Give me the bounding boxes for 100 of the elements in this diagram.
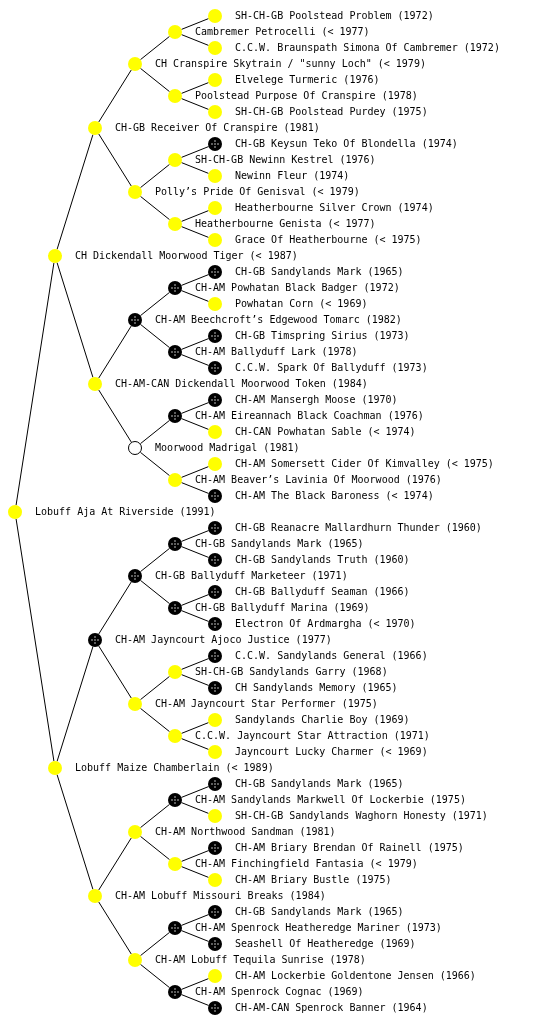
dog-name: CH Cranspire Skytrain / "sunny Loch" (< 1979) — [155, 58, 426, 70]
connector-line — [98, 133, 132, 187]
connector-line — [181, 738, 209, 750]
dog-name: CH-CAN Powhatan Sable (< 1974) — [235, 426, 416, 438]
dog-name: C.C.W. Jayncourt Star Attraction (1971) — [195, 730, 430, 742]
connector-line — [181, 354, 209, 366]
dog-name: Powhatan Corn (< 1969) — [235, 298, 368, 310]
dog-name: Jayncourt Lucky Charmer (< 1969) — [235, 746, 428, 758]
dog-name: CH-AM Mansergh Moose (1970) — [235, 394, 398, 406]
dog-name: CH-GB Sandylands Truth (1960) — [235, 554, 410, 566]
dog-name: CH-AM Beechcroft’s Edgewood Tomarc (1982) — [155, 314, 402, 326]
dog-name: C.C.W. Braunspath Simona Of Cambremer (1972) — [235, 42, 500, 54]
dog-name: CH-AM Ballyduff Lark (1978) — [195, 346, 358, 358]
connector-line — [139, 547, 171, 573]
connector-line — [139, 291, 171, 317]
connector-line — [181, 530, 209, 542]
dog-name: CH-AM-CAN Spenrock Banner (1964) — [235, 1002, 428, 1014]
dog-name: Polly’s Pride Of Genisval (< 1979) — [155, 186, 360, 198]
dog-name: CH-GB Sandylands Mark (1965) — [235, 906, 404, 918]
dog-name: Lobuff Aja At Riverside (1991) — [35, 506, 216, 518]
dog-name: SH-CH-GB Poolstead Purdey (1975) — [235, 106, 428, 118]
dog-name: CH-AM Northwood Sandman (1981) — [155, 826, 336, 838]
connector-line — [181, 466, 209, 478]
connector-line — [98, 901, 132, 955]
connector-line — [181, 786, 209, 798]
dog-name: Heatherbourne Silver Crown (1974) — [235, 202, 434, 214]
connector-line — [139, 323, 171, 349]
connector-line — [139, 67, 171, 93]
dog-name: CH-AM The Black Baroness (< 1974) — [235, 490, 434, 502]
dog-name: SH-CH-GB Sandylands Waghorn Honesty (1971) — [235, 810, 488, 822]
dog-name: Seashell Of Heatheredge (1969) — [235, 938, 416, 950]
connector-line — [98, 645, 132, 699]
connector-line — [139, 419, 171, 445]
connector-line — [139, 707, 171, 733]
connector-line — [181, 850, 209, 862]
connector-line — [181, 546, 209, 558]
dog-name: SH-CH-GB Sandylands Garry (1968) — [195, 666, 388, 678]
connector-line — [181, 914, 209, 926]
dog-name: Sandylands Charlie Boy (1969) — [235, 714, 410, 726]
dog-name: CH-GB Ballyduff Marina (1969) — [195, 602, 370, 614]
connector-line — [181, 482, 209, 494]
connector-line — [56, 134, 94, 250]
connector-line — [139, 675, 171, 701]
connector-line — [98, 837, 132, 891]
dog-name: CH-AM Sandylands Markwell Of Lockerbie (1975) — [195, 794, 466, 806]
dog-name: SH-CH-GB Newinn Kestrel (1976) — [195, 154, 376, 166]
dog-name: CH-AM Jayncourt Star Performer (1975) — [155, 698, 378, 710]
connector-line — [181, 658, 209, 670]
connector-line — [98, 69, 132, 123]
connector-line — [98, 389, 132, 443]
connector-line — [181, 226, 209, 238]
connector-line — [181, 610, 209, 622]
dog-name: CH-GB Keysun Teko Of Blondella (1974) — [235, 138, 458, 150]
connector-line — [181, 210, 209, 222]
connector-line — [181, 594, 209, 606]
connector-line — [98, 325, 132, 379]
connector-line — [181, 34, 209, 46]
dog-name: CH Sandylands Memory (1965) — [235, 682, 398, 694]
connector-line — [181, 802, 209, 814]
connector-line — [139, 195, 171, 221]
dog-name: CH-AM Lobuff Tequila Sunrise (1978) — [155, 954, 366, 966]
connector-line — [56, 646, 94, 762]
connector-line — [56, 262, 94, 378]
dog-name: C.C.W. Sandylands General (1966) — [235, 650, 428, 662]
connector-line — [98, 581, 132, 635]
connector-line — [181, 930, 209, 942]
connector-line — [181, 978, 209, 990]
dog-name: CH-GB Sandylands Mark (1965) — [235, 778, 404, 790]
dog-name: Elvelege Turmeric (1976) — [235, 74, 380, 86]
dog-name: CH-GB Ballyduff Marketeer (1971) — [155, 570, 348, 582]
connector-line — [181, 82, 209, 94]
dog-name: CH-AM Jayncourt Ajoco Justice (1977) — [115, 634, 332, 646]
dog-name: Newinn Fleur (1974) — [235, 170, 350, 182]
connector-line — [139, 835, 171, 861]
dog-name: Grace Of Heatherbourne (< 1975) — [235, 234, 422, 246]
connector-line — [139, 579, 171, 605]
connector-line — [181, 722, 209, 734]
dog-name: CH-AM Briary Brendan Of Rainell (1975) — [235, 842, 464, 854]
connector-line — [181, 418, 209, 430]
dog-name: Cambremer Petrocelli (< 1977) — [195, 26, 370, 38]
dog-name: CH-AM Eireannach Black Coachman (1976) — [195, 410, 424, 422]
dog-name: CH-AM Spenrock Heatheredge Mariner (1973) — [195, 922, 442, 934]
connector-line — [15, 262, 55, 506]
dog-name: CH-AM Beaver’s Lavinia Of Moorwood (1976) — [195, 474, 442, 486]
dog-name: CH-GB Reanacre Mallardhurn Thunder (1960) — [235, 522, 482, 534]
connector-line — [181, 866, 209, 878]
connector-line — [15, 518, 55, 762]
dog-name: CH-GB Sandylands Mark (1965) — [195, 538, 364, 550]
dog-name: C.C.W. Spark Of Ballyduff (1973) — [235, 362, 428, 374]
connector-line — [181, 338, 209, 350]
dog-name: Lobuff Maize Chamberlain (< 1989) — [75, 762, 274, 774]
connector-line — [181, 290, 209, 302]
dog-name: CH-GB Ballyduff Seaman (1966) — [235, 586, 410, 598]
dog-name: Moorwood Madrigal (1981) — [155, 442, 300, 454]
connector-line — [139, 163, 171, 189]
dog-name: CH-AM Powhatan Black Badger (1972) — [195, 282, 400, 294]
dog-name: Poolstead Purpose Of Cranspire (1978) — [195, 90, 418, 102]
connector-line — [56, 774, 94, 890]
connector-line — [181, 162, 209, 174]
connector-line — [181, 994, 209, 1006]
